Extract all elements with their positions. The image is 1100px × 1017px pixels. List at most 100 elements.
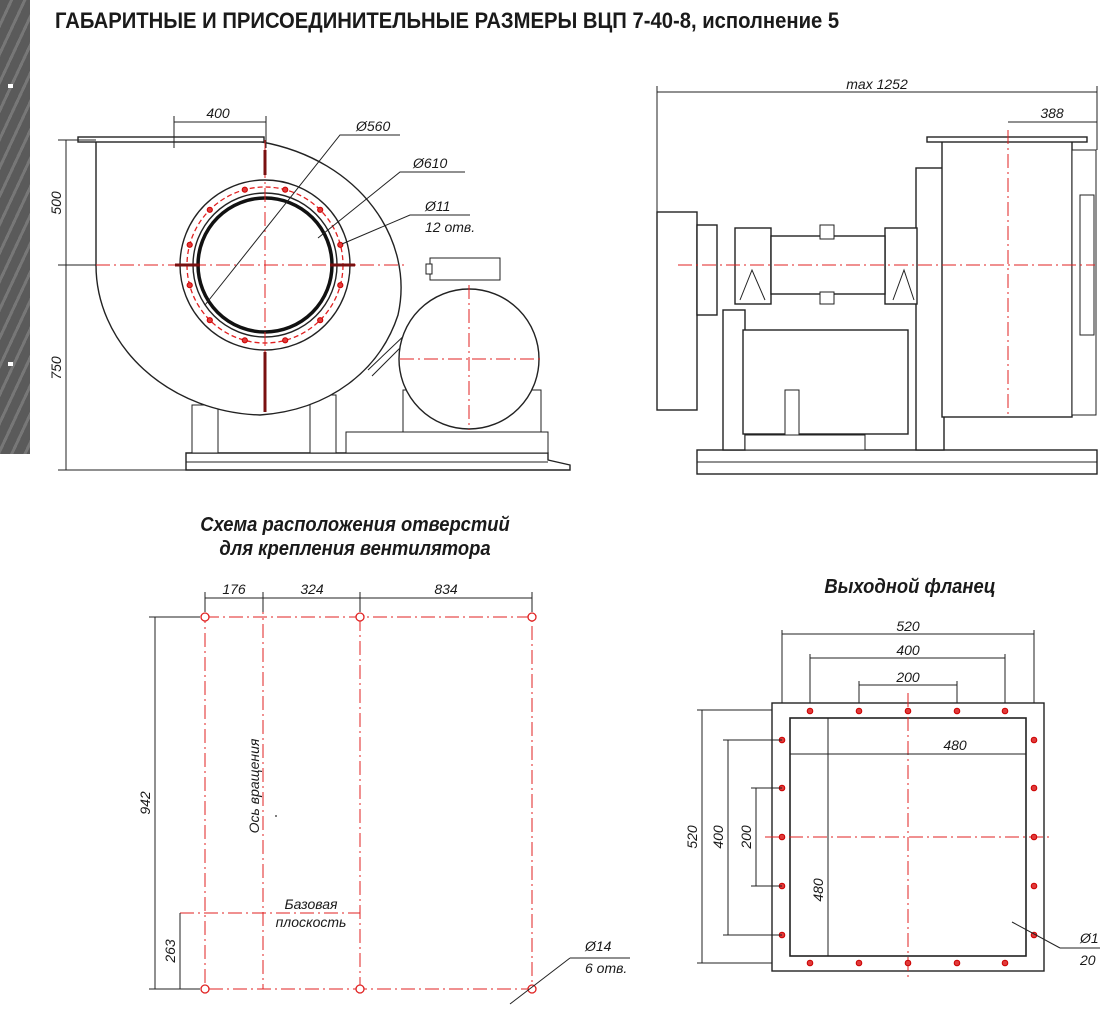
- dim-d560-leader: [204, 134, 400, 306]
- outlet-flange-title: Выходной фланец: [824, 576, 996, 598]
- side-decor-strip: [0, 0, 30, 454]
- side-frame-bracket: [784, 389, 800, 436]
- mount-hole-4: [200, 984, 210, 994]
- dim-1252-label: max 1252: [846, 78, 908, 92]
- inlet-bolt-hole: [317, 317, 324, 324]
- dim-480-h-label: 480: [810, 878, 826, 902]
- dim-d560-label: Ø560: [355, 118, 390, 134]
- flange-bolt-holes: [778, 707, 1038, 967]
- mount-scheme-title: Схема расположения отверстий для креплен…: [200, 514, 510, 560]
- side-frame-foot: [744, 434, 866, 451]
- inlet-bolt-hole: [337, 282, 344, 289]
- flange-bolt-hole: [904, 959, 912, 967]
- flange-bolt-hole: [904, 707, 912, 715]
- mount-outline: [204, 616, 533, 990]
- inlet-bolt-hole: [206, 206, 213, 213]
- mount-hole-1: [200, 612, 210, 622]
- side-strip-mark-top: [8, 84, 13, 88]
- outlet-flange-top: [77, 136, 265, 143]
- front-leg-right: [309, 394, 337, 454]
- dim-d11-leader: [341, 214, 470, 245]
- flange-bolt-hole: [1030, 784, 1038, 792]
- side-frame-body: [742, 329, 909, 435]
- dim-480-w-label: 480: [943, 737, 967, 753]
- dim-d610-leader: [317, 171, 465, 239]
- flange-bolt-hole: [953, 959, 961, 967]
- outlet-flange-drawing: 520 400 200 480 520 400 200 480 Ø1 20: [684, 618, 1100, 980]
- side-flange-plate: [915, 167, 945, 451]
- flange-bolt-hole: [1001, 959, 1009, 967]
- front-view-drawing: 400 Ø560 Ø610 Ø11 12 отв. 500 750: [48, 105, 571, 471]
- flange-hole-count-label: 20: [1079, 952, 1096, 968]
- side-motor-end: [656, 211, 698, 411]
- flange-bolt-hole: [806, 959, 814, 967]
- inlet-bolt-hole: [337, 241, 344, 248]
- inlet-bolt-hole: [282, 337, 289, 344]
- front-leg-left: [191, 404, 219, 454]
- dim-324-label: 324: [300, 581, 324, 597]
- mount-hole-5: [355, 984, 365, 994]
- inlet-bolt-hole: [186, 241, 193, 248]
- flange-bolt-hole: [1030, 736, 1038, 744]
- inlet-bolt-hole: [186, 282, 193, 289]
- dim-400-h-label: 400: [710, 825, 726, 849]
- rotation-axis-label: Ось вращения: [246, 738, 262, 833]
- dim-176-label: 176: [222, 581, 246, 597]
- side-view-drawing: max 1252 388: [656, 78, 1098, 475]
- hole-d14-label: Ø14: [584, 938, 612, 954]
- mount-hole-3: [527, 612, 537, 622]
- flange-bolt-hole: [806, 707, 814, 715]
- side-strip-hatch: [0, 0, 30, 454]
- side-bolt-bottom: [819, 291, 835, 305]
- dim-holes-label: 12 отв.: [425, 219, 475, 235]
- dim-942-label: 942: [137, 791, 153, 815]
- dim-400-w-label: 400: [896, 642, 920, 658]
- base-plane-label-2: плоскость: [276, 914, 347, 930]
- dim-520-w-label: 520: [896, 618, 920, 634]
- inlet-bolt-hole: [282, 186, 289, 193]
- side-coupling: [696, 224, 718, 316]
- side-outlet-flange: [926, 136, 1088, 143]
- dim-520-h-label: 520: [684, 825, 700, 849]
- mount-holes: [200, 612, 537, 994]
- side-strip-mark-bottom: [8, 362, 13, 366]
- dim-500-label: 500: [48, 191, 64, 215]
- flange-bolt-hole: [855, 959, 863, 967]
- inlet-bolt-holes: [186, 186, 344, 344]
- motor-terminal-plug: [425, 263, 433, 275]
- motor-terminal-box: [429, 257, 501, 281]
- flange-bolt-hole: [1030, 882, 1038, 890]
- page-title: ГАБАРИТНЫЕ И ПРИСОЕДИНИТЕЛЬНЫЕ РАЗМЕРЫ В…: [55, 8, 840, 33]
- flange-bolt-hole: [1030, 833, 1038, 841]
- inlet-bolt-hole: [241, 337, 248, 344]
- dim-200-w-label: 200: [895, 669, 920, 685]
- dim-834-label: 834: [434, 581, 458, 597]
- bearing-brackets: [739, 268, 915, 301]
- mount-hole-6: [527, 984, 537, 994]
- flange-bolt-hole: [855, 707, 863, 715]
- flange-hole-d-label: Ø1: [1079, 930, 1099, 946]
- dim-263-label: 263: [162, 939, 178, 964]
- inlet-bolt-hole: [241, 186, 248, 193]
- inlet-bolt-hole: [317, 206, 324, 213]
- side-frame-left: [722, 309, 746, 451]
- flange-bolt-hole: [953, 707, 961, 715]
- mount-scheme-drawing: 176 324 834 942 263 Ось вращения Базовая…: [137, 581, 630, 1005]
- dim-750-label: 750: [48, 356, 64, 380]
- dim-388-label: 388: [1040, 105, 1064, 121]
- dim-200-h-label: 200: [738, 825, 754, 850]
- hole-count-label: 6 отв.: [585, 960, 627, 976]
- flange-bolt-hole: [778, 833, 786, 841]
- inlet-bolt-hole: [206, 317, 213, 324]
- flange-bolt-hole: [1001, 707, 1009, 715]
- hole-callout-leader: [509, 957, 571, 1005]
- dim-d11-label: Ø11: [424, 198, 450, 214]
- side-bolt-top: [819, 224, 835, 240]
- dim-400-label: 400: [206, 105, 230, 121]
- base-plane-label-1: Базовая: [285, 896, 339, 912]
- center-dot: [275, 815, 277, 817]
- motor-pad: [345, 431, 549, 454]
- flange-hole-leader: [1011, 921, 1061, 949]
- side-volute-casing: [941, 139, 1073, 418]
- dim-d610-label: Ø610: [412, 155, 447, 171]
